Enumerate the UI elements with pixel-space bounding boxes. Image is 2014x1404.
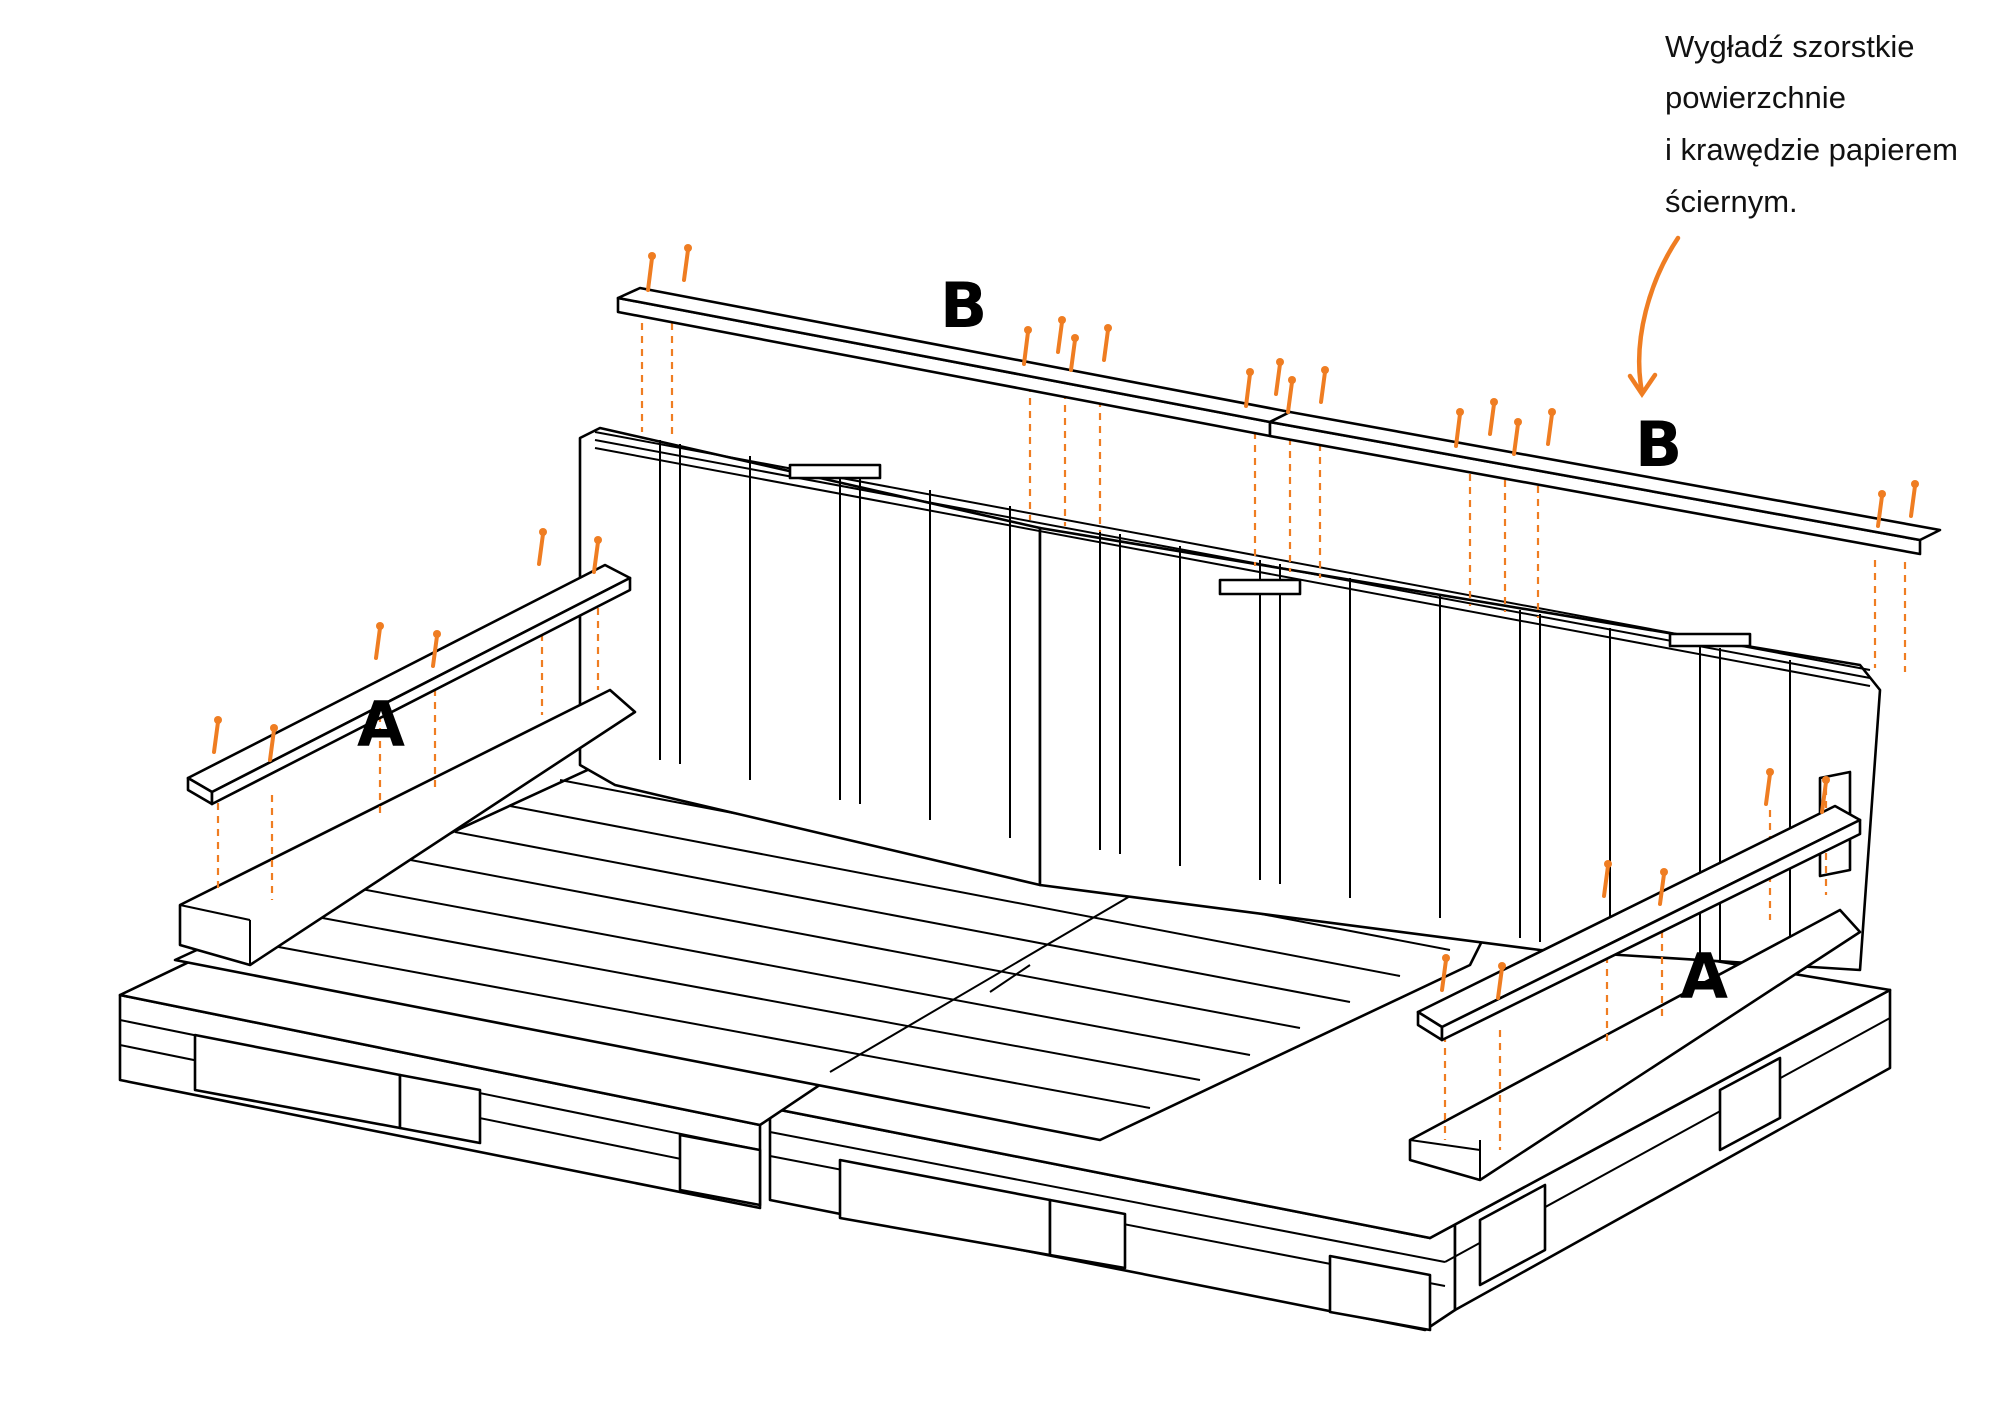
screw-icon: [646, 252, 656, 292]
backrest-pallets: [578, 426, 1882, 972]
screw-icon: [1319, 366, 1329, 404]
screw-icon: [1274, 358, 1284, 396]
screw-icon: [1546, 408, 1556, 446]
screw-icon: [1876, 490, 1886, 528]
screw-icon: [1286, 376, 1296, 414]
instruction-line-2: powierzchnie: [1665, 80, 1846, 115]
screw-icon: [1658, 868, 1668, 906]
screw-icon: [1069, 334, 1079, 372]
screw-icon: [1764, 768, 1774, 806]
screw-icon: [1244, 368, 1254, 408]
screw-icon: [1909, 480, 1919, 518]
screw-icon: [268, 724, 278, 762]
screw-icon: [1454, 408, 1464, 448]
screw-icon: [1820, 776, 1830, 814]
screw-icon: [1056, 316, 1066, 354]
armrest-board-right: [1416, 804, 1862, 1042]
label-board-a-left: A: [357, 688, 405, 761]
instruction-line-4: ściernym.: [1665, 184, 1798, 219]
screw-icon: [537, 528, 547, 566]
screw-icon: [592, 536, 602, 574]
instruction-line-3: i krawędzie papierem: [1665, 132, 1958, 167]
screw-icon: [1602, 860, 1612, 898]
armrest-supports: [178, 688, 1862, 1182]
label-board-b-left: B: [940, 269, 987, 342]
screw-icon: [1102, 324, 1112, 362]
instruction-line-1: Wygładź szorstkie: [1665, 29, 1915, 64]
screw-icon: [1512, 418, 1522, 456]
screw-icon: [212, 716, 222, 754]
screw-icons: [212, 244, 1919, 1000]
screw-icon: [431, 630, 441, 668]
armrest-board-left: [186, 563, 632, 806]
pointer-arrow-icon: [1627, 235, 1681, 399]
screw-icon: [682, 244, 692, 282]
screw-icon: [1440, 954, 1450, 992]
screw-icon: [1022, 326, 1032, 366]
screw-icon: [1488, 398, 1498, 436]
label-board-b-right: B: [1635, 408, 1682, 481]
instruction-note: Wygładź szorstkie powierzchnie i krawędz…: [1665, 29, 1958, 219]
label-board-a-right: A: [1680, 940, 1728, 1013]
screw-icon: [374, 622, 384, 660]
screw-icon: [1496, 962, 1506, 1000]
backrest-top-board: [616, 286, 1942, 556]
